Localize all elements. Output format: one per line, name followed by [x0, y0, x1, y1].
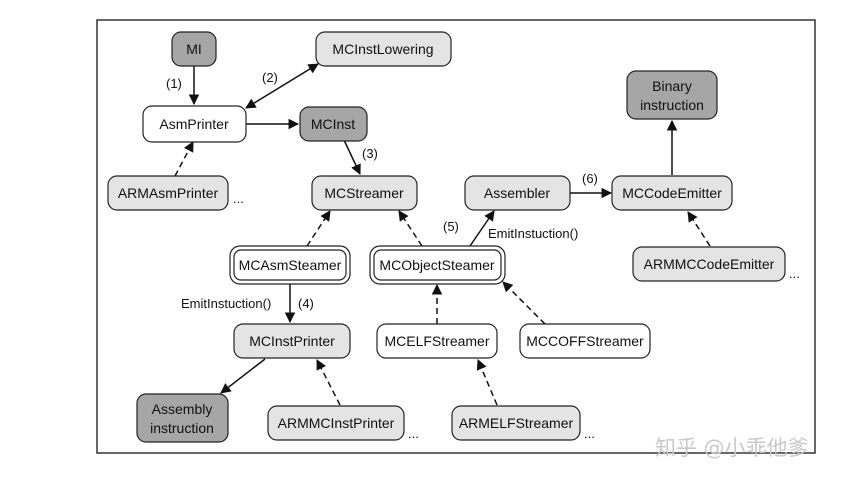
node-mcelfstreamer: MCELFStreamer: [376, 323, 498, 359]
svg-text:Assembly: Assembly: [152, 401, 213, 417]
ellipsis-armmccodeemitter: ...: [789, 266, 800, 281]
node-mcinstlowering: MCInstLowering: [315, 31, 452, 67]
svg-text:MCCOFFStreamer: MCCOFFStreamer: [526, 333, 644, 349]
svg-text:MCInst: MCInst: [311, 116, 355, 132]
svg-text:MCInstPrinter: MCInstPrinter: [249, 333, 335, 349]
node-armmccodeemitter: ARMMCCodeEmitter: [632, 246, 786, 282]
edge-armmccodeemitter-mccodeemitter: [687, 211, 711, 247]
ellipsis-armmcinstprinter: ...: [408, 426, 419, 441]
svg-text:Binary: Binary: [652, 78, 692, 94]
node-mcasmsteamer: MCAsmSteamer: [229, 245, 351, 285]
svg-text:MCStreamer: MCStreamer: [324, 185, 404, 201]
edge-armmcinstprinter-mcinstprinter: [316, 359, 341, 406]
node-asmprinter: AsmPrinter: [142, 105, 247, 143]
node-assembler: Assembler: [464, 175, 571, 211]
edge-armasmprinter-asmprinter: [174, 141, 194, 177]
svg-text:ARMMCCodeEmitter: ARMMCCodeEmitter: [644, 256, 775, 272]
edge-mcobjectsteamer-mcstreamer: [398, 210, 423, 247]
node-mccodeemitter: MCCodeEmitter: [611, 175, 733, 211]
step-label-3: (3): [362, 146, 378, 161]
step-label-2: (2): [262, 70, 278, 85]
step-label-5: (5): [443, 219, 459, 234]
emit-instruction-label-right: EmitInstuction(): [488, 226, 578, 241]
node-armasmprinter: ARMAsmPrinter: [107, 175, 229, 211]
ellipsis-armelfstreamer: ...: [584, 426, 595, 441]
step-label-4: (4): [298, 296, 314, 311]
node-mi: MI: [171, 31, 217, 67]
svg-text:MCAsmSteamer: MCAsmSteamer: [239, 257, 342, 273]
node-mcobjectsteamer: MCObjectSteamer: [369, 245, 506, 285]
svg-text:MCInstLowering: MCInstLowering: [332, 41, 433, 57]
svg-text:MI: MI: [186, 41, 202, 57]
node-mcstreamer: MCStreamer: [311, 175, 418, 211]
svg-text:AsmPrinter: AsmPrinter: [159, 116, 229, 132]
svg-text:MCObjectSteamer: MCObjectSteamer: [379, 257, 494, 273]
edge-mcobjectsteamer-assembler: [469, 210, 495, 247]
svg-text:ARMAsmPrinter: ARMAsmPrinter: [118, 185, 219, 201]
node-mcinst: MCInst: [299, 106, 368, 142]
node-mccoffstreamer: MCCOFFStreamer: [519, 323, 651, 359]
step-label-6: (6): [582, 171, 598, 186]
edge-asmprinter-mcinstlowering: [245, 63, 319, 109]
ellipsis-armasmprinter: ...: [233, 191, 244, 206]
edge-armelfstreamer-mcelfstreamer: [476, 359, 498, 406]
edge-mcinstprinter-assembly: [220, 358, 266, 394]
edge-mccoffstreamer-mcobjectsteamer: [502, 281, 546, 325]
svg-text:ARMELFStreamer: ARMELFStreamer: [459, 415, 574, 431]
node-armelfstreamer: ARMELFStreamer: [451, 405, 581, 441]
svg-text:MCCodeEmitter: MCCodeEmitter: [622, 185, 722, 201]
edge-mcasmsteamer-mcstreamer: [306, 210, 331, 247]
node-assembly-instruction: Assembly instruction: [136, 393, 229, 443]
node-mcinstprinter: MCInstPrinter: [233, 323, 351, 359]
node-binary-instruction: Binary instruction: [626, 70, 718, 120]
svg-text:Assembler: Assembler: [484, 185, 550, 201]
diagram-frame: [96, 19, 816, 454]
step-label-1: (1): [166, 76, 182, 91]
edge-mcinst-mcstreamer: [343, 139, 361, 175]
svg-text:MCELFStreamer: MCELFStreamer: [384, 333, 489, 349]
svg-text:instruction: instruction: [150, 420, 214, 436]
emit-instruction-label-left: EmitInstuction(): [181, 296, 271, 311]
svg-text:ARMMCInstPrinter: ARMMCInstPrinter: [278, 415, 395, 431]
svg-text:instruction: instruction: [640, 97, 704, 113]
node-armmcinstprinter: ARMMCInstPrinter: [267, 405, 405, 441]
watermark-text: 知乎 @小乖他爹: [655, 436, 809, 460]
